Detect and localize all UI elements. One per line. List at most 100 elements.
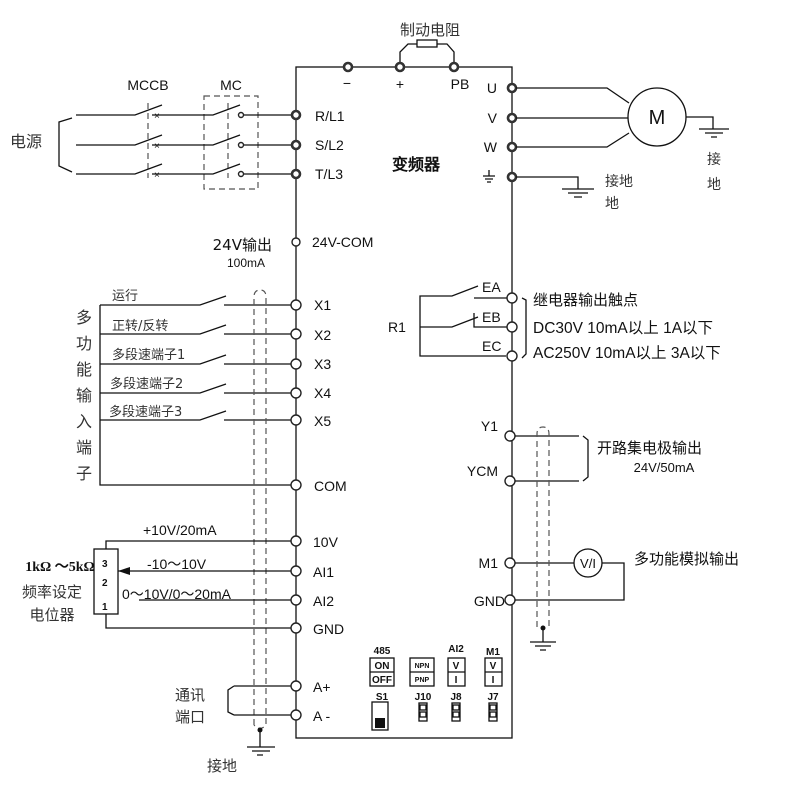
terminal-gnd-in	[290, 622, 302, 634]
svg-text:地: 地	[605, 196, 619, 212]
input-switches	[100, 295, 292, 421]
label-ycm: YCM	[467, 463, 498, 479]
label-24v-com: 24V-COM	[312, 234, 373, 250]
mccb-label: MCCB	[127, 77, 168, 93]
comm-ground-label: 接地	[207, 757, 237, 775]
supply-title: 24V输出	[213, 236, 272, 254]
open-collector-rating: 24V/50mA	[634, 460, 695, 475]
analog-out-label: 多功能模拟输出	[634, 550, 739, 568]
terminal-m1	[504, 557, 516, 569]
relay-desc-ac: AC250V 10mA以上 3A以下	[533, 344, 721, 362]
terminal-pb	[448, 61, 460, 73]
terminal-w	[506, 141, 518, 153]
power-source-label: 电源	[10, 132, 42, 151]
ain-label-10v: +10V/20mA	[143, 522, 217, 538]
inverter-title: 变频器	[392, 155, 441, 174]
svg-text:S1: S1	[376, 692, 389, 703]
terminal-eb	[506, 321, 518, 333]
svg-text:能: 能	[76, 360, 92, 379]
terminal-ea	[506, 292, 518, 304]
label-ai1: AI1	[313, 564, 334, 580]
pot-range: 1kΩ ～5kΩ	[25, 560, 95, 575]
terminal-10v	[290, 535, 302, 547]
power-lines: × × ×	[76, 104, 296, 181]
pe-ground-icon	[483, 170, 495, 183]
label-ec: EC	[482, 338, 501, 354]
svg-text:J7: J7	[487, 692, 499, 703]
vi-meter	[573, 548, 603, 578]
ground-label-1: 接地	[605, 173, 633, 190]
svg-text:功: 功	[76, 334, 92, 353]
svg-text:3: 3	[102, 559, 108, 570]
label-r-l1: R/L1	[315, 108, 345, 124]
label-eb: EB	[482, 309, 501, 325]
label-10v: 10V	[313, 534, 339, 550]
svg-text:入: 入	[76, 412, 92, 431]
open-collector-label: 开路集电极输出	[597, 439, 702, 457]
label-ea: EA	[482, 279, 501, 295]
digital-inputs-group-label: 多 功 能 输 入 端 子	[76, 308, 92, 483]
terminal-y1	[504, 430, 516, 442]
terminal-x3	[290, 358, 302, 370]
comm-label-2: 端口	[175, 708, 205, 726]
brake-resistor: 制动电阻	[399, 21, 460, 67]
relay-desc-dc: DC30V 10mA以上 1A以下	[533, 319, 713, 337]
svg-text:V: V	[453, 661, 460, 672]
motor-label: M	[649, 107, 666, 129]
jumper-j8[interactable]: AI2 V I J8	[447, 644, 466, 722]
comm-label-1: 通讯	[175, 686, 205, 704]
svg-text:×: ×	[154, 141, 160, 152]
label-s-l2: S/L2	[315, 137, 344, 153]
label-a-minus: A -	[313, 708, 330, 724]
input-label-ms2: 多段速端子2	[110, 376, 183, 392]
svg-text:PNP: PNP	[415, 677, 430, 684]
jumper-j10[interactable]: NPN PNP J10	[409, 657, 435, 722]
terminal-ai2	[290, 594, 302, 606]
supply-current: 100mA	[227, 256, 265, 270]
terminal-plus	[394, 61, 406, 73]
input-label-ms3: 多段速端子3	[109, 404, 182, 420]
ain-label-ai2: 0～10V/0～20mA	[122, 586, 232, 602]
svg-text:OFF: OFF	[372, 675, 392, 686]
label-x1: X1	[314, 297, 331, 313]
label-ai2: AI2	[313, 593, 334, 609]
label-u: U	[487, 80, 497, 96]
switch-s1[interactable]: 485 ON OFF S1	[369, 646, 395, 731]
terminal-v	[506, 112, 518, 124]
label-w: W	[484, 139, 498, 155]
svg-text:485: 485	[374, 646, 391, 657]
label-x5: X5	[314, 413, 331, 429]
label-m1: M1	[479, 555, 499, 571]
terminal-x2	[290, 328, 302, 340]
svg-text:ON: ON	[375, 661, 390, 672]
terminal-minus	[342, 61, 354, 73]
terminal-ycm	[504, 475, 516, 487]
terminal-a-plus	[290, 680, 302, 692]
terminal-x1	[290, 299, 302, 311]
shield-ground-left-icon	[247, 730, 275, 756]
terminal-t-l3	[290, 168, 302, 180]
input-label-run: 运行	[112, 289, 138, 304]
svg-text:端: 端	[76, 438, 92, 457]
svg-text:I: I	[455, 675, 458, 686]
label-gnd-out: GND	[474, 593, 505, 609]
label-x3: X3	[314, 356, 331, 372]
svg-text:接: 接	[707, 151, 721, 168]
shield-ground-right-icon	[530, 628, 556, 651]
input-label-ms1: 多段速端子1	[112, 347, 185, 363]
brake-resistor-label: 制动电阻	[400, 21, 460, 39]
shield-cable-left	[253, 289, 267, 730]
svg-text:J8: J8	[450, 692, 462, 703]
label-a-plus: A+	[313, 679, 331, 695]
svg-text:J10: J10	[415, 692, 432, 703]
terminal-a-minus	[290, 709, 302, 721]
label-v: V	[488, 110, 498, 126]
terminal-ec	[506, 350, 518, 362]
mc-label: MC	[220, 77, 242, 93]
label-minus: −	[343, 75, 351, 91]
shield-cable-right	[536, 426, 550, 627]
pot-label-1: 频率设定	[22, 583, 82, 601]
terminal-pe	[506, 171, 518, 183]
jumper-j7[interactable]: M1 V I J7	[484, 647, 503, 722]
vi-meter-label: V/I	[580, 556, 596, 571]
